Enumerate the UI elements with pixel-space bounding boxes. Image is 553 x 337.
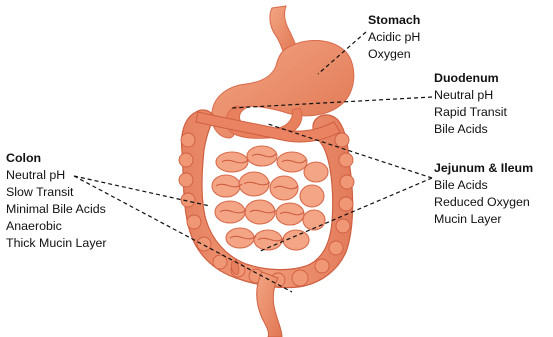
duodenum-property: Neutral pH — [434, 87, 507, 104]
stomach-title: Stomach — [368, 12, 420, 29]
colon-property: Thick Mucin Layer — [6, 235, 107, 252]
jejunum-ileum-property: Mucin Layer — [434, 211, 533, 228]
stomach-label: Stomach Acidic pH Oxygen — [368, 12, 420, 63]
duodenum-property: Rapid Transit — [434, 104, 507, 121]
colon-property: Slow Transit — [6, 184, 107, 201]
colon-title: Colon — [6, 150, 107, 167]
duodenum-title: Duodenum — [434, 70, 507, 87]
jejunum-ileum-property: Reduced Oxygen — [434, 194, 533, 211]
stomach-property: Acidic pH — [368, 29, 420, 46]
colon-property: Anaerobic — [6, 218, 107, 235]
colon-property: Neutral pH — [6, 167, 107, 184]
stomach-property: Oxygen — [368, 46, 420, 63]
duodenum-property: Bile Acids — [434, 121, 507, 138]
colon-property: Minimal Bile Acids — [6, 201, 107, 218]
small-intestine-coils — [212, 146, 328, 250]
duodenum-label: Duodenum Neutral pH Rapid Transit Bile A… — [434, 70, 507, 138]
colon-label: Colon Neutral pH Slow Transit Minimal Bi… — [6, 150, 107, 252]
jejunum-ileum-label: Jejunum & Ileum Bile Acids Reduced Oxyge… — [434, 160, 533, 228]
jejunum-ileum-property: Bile Acids — [434, 177, 533, 194]
jejunum-ileum-title: Jejunum & Ileum — [434, 160, 533, 177]
